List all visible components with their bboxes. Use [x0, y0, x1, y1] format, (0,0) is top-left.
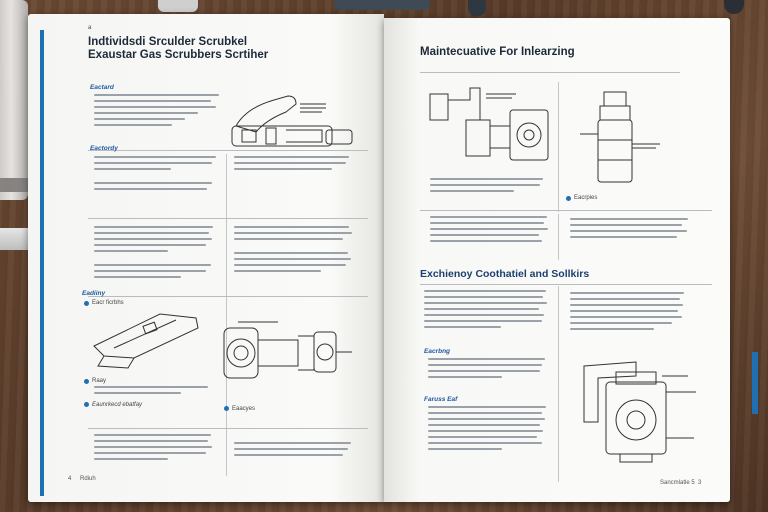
paragraph: [94, 386, 218, 398]
paragraph: [570, 218, 694, 242]
pipe-fitting: [0, 228, 36, 250]
section-label: Eadiiny: [82, 290, 106, 297]
bullet-icon: [84, 402, 89, 407]
subheading: Faruss Eaf: [424, 396, 458, 403]
paragraph: [94, 434, 218, 464]
bullet-icon: [84, 301, 89, 306]
footer-label: Rdiuh: [80, 476, 96, 482]
right-page-title: Maintecuative For Inlearzing: [420, 46, 575, 58]
paragraph: [570, 292, 690, 334]
vertical-column-diagram: [580, 91, 660, 183]
footer-label: Sancmlatle 5: [660, 480, 695, 486]
diagram-caption: Eacrpies: [574, 195, 598, 201]
paragraph: [94, 156, 222, 194]
bracket-diagram: [93, 313, 199, 369]
paragraph: [430, 216, 554, 246]
tool-handle: [334, 0, 430, 10]
diagram-caption: Eacr ficrbhs: [92, 300, 124, 306]
tool-cap: [724, 0, 744, 14]
subheading: Eacrbng: [424, 348, 451, 355]
scrubber-unit-diagram: [429, 87, 549, 161]
bullet-icon: [84, 379, 89, 384]
section-heading: Exchienoy Coothatiel and Sollkirs: [420, 268, 590, 280]
right-page: Maintecuative For Inlearzing: [384, 18, 730, 502]
diagram-caption: Eaunrkecd ebatfay: [92, 402, 143, 408]
paragraph: [94, 226, 218, 282]
cover-edge: [40, 30, 44, 496]
paragraph: [234, 156, 356, 174]
left-page: a Indtividsdi Srculder Scrubkel Exaustar…: [28, 14, 384, 502]
metal-cylinder: [158, 0, 198, 12]
paragraph: [234, 226, 358, 276]
section-label: Eactard: [90, 84, 114, 91]
tool-clip: [468, 0, 486, 16]
corner-mark: a: [88, 25, 92, 31]
paragraph: [430, 178, 550, 196]
bullet-icon: [566, 196, 571, 201]
diagram-caption: Eaacyes: [232, 406, 256, 412]
paragraph: [94, 94, 224, 130]
paragraph: [428, 358, 552, 382]
scrubber-housing-diagram: [583, 361, 696, 463]
page-number: 3: [698, 480, 702, 486]
page-tab-marker: [752, 352, 758, 414]
paragraph: [424, 290, 552, 332]
paragraph: [234, 442, 358, 460]
diagram-caption: Raay: [92, 378, 107, 384]
section-label: Eactordy: [90, 145, 118, 152]
bullet-icon: [224, 406, 229, 411]
paragraph: [428, 406, 552, 454]
page-number: 4: [68, 476, 72, 482]
scrubber-pipe-diagram: [231, 95, 353, 147]
pump-assembly-diagram: [223, 321, 352, 379]
glass-jar: [0, 0, 28, 200]
left-page-title: Indtividsdi Srculder Scrubkel Exaustar G…: [88, 36, 269, 61]
